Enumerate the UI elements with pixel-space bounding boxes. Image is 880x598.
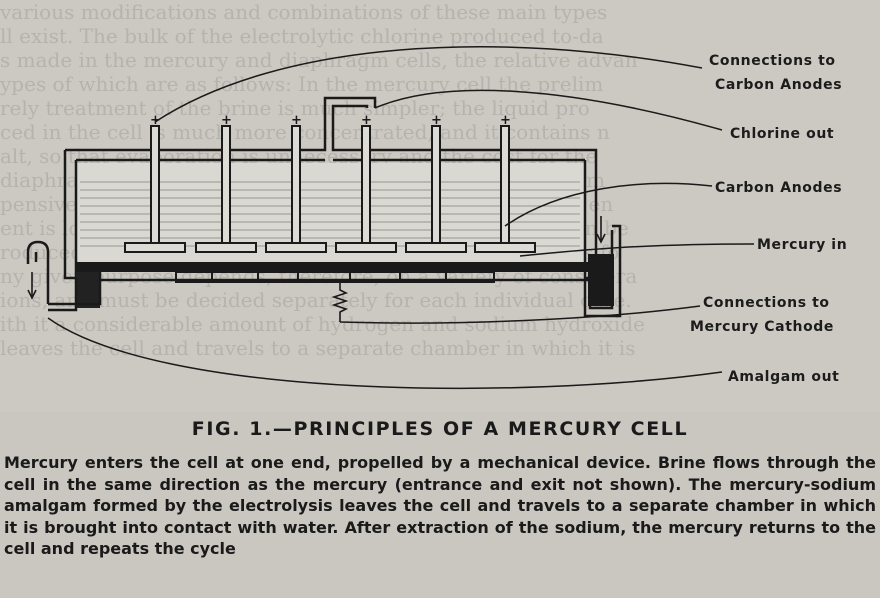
chlorine-outlet-pipe	[323, 96, 377, 126]
anode-plate	[195, 242, 257, 253]
amalgam-flow-arrow-head	[27, 289, 37, 300]
label-connections-anodes-line1: Connections to	[709, 53, 836, 69]
mercury-flow-arrow-head	[596, 233, 606, 244]
anode-plate	[124, 242, 186, 253]
leader-connections-anodes	[154, 46, 703, 123]
leader-connections-cathode	[339, 305, 701, 324]
anode-plus-sign: +	[431, 113, 442, 128]
carbon-anode: +	[474, 113, 536, 253]
leader-chlorine-out	[374, 89, 723, 131]
carbon-anode: +	[335, 113, 397, 253]
figure-title: FIG. 1.—PRINCIPLES OF A MERCURY CELL	[191, 418, 689, 440]
anode-plate	[474, 242, 536, 253]
leader-lines	[47, 46, 755, 390]
label-chlorine-out: Chlorine out	[730, 126, 834, 142]
figure-caption: Mercury enters the cell at one end, prop…	[4, 453, 876, 558]
anode-rod	[291, 125, 301, 245]
anode-plus-sign: +	[500, 113, 511, 128]
anode-rod	[500, 125, 510, 245]
leader-amalgam-out	[47, 317, 723, 390]
anode-rod	[221, 125, 231, 245]
anode-rod	[361, 125, 371, 245]
anode-plus-sign: +	[221, 113, 232, 128]
anode-plus-sign: +	[291, 113, 302, 128]
carbon-anode: +	[195, 113, 257, 253]
amalgam-sump	[76, 272, 100, 308]
leader-mercury-in	[519, 243, 755, 257]
anode-rod	[150, 125, 160, 245]
mercury-cell-diagram: + + + + + + Connections to Carbon Anodes Chlo…	[26, 46, 847, 390]
carbon-anode: +	[265, 113, 327, 253]
cathode-lead-wire	[331, 282, 349, 322]
anode-plate	[265, 242, 327, 253]
label-connections-cathode-line1: Connections to	[703, 295, 830, 311]
carbon-anodes: + + + + + +	[124, 113, 536, 253]
carbon-anode: +	[405, 113, 467, 253]
anode-plus-sign: +	[150, 113, 161, 128]
anode-plate	[335, 242, 397, 253]
cathode-connection-plate	[175, 271, 495, 283]
mercury-cathode-layer	[76, 262, 591, 272]
carbon-anode: +	[124, 113, 186, 253]
anode-rod	[431, 125, 441, 245]
anode-plus-sign: +	[361, 113, 372, 128]
label-connections-cathode-line2: Mercury Cathode	[690, 319, 834, 335]
anode-plate	[405, 242, 467, 253]
label-mercury-in: Mercury in	[757, 237, 847, 253]
label-amalgam-out: Amalgam out	[728, 369, 839, 385]
amalgam-outlet-pipe	[26, 240, 50, 304]
leader-carbon-anodes	[504, 182, 713, 227]
cell-bottom	[48, 224, 622, 318]
mercury-inlet-pool	[588, 254, 614, 306]
label-carbon-anodes: Carbon Anodes	[715, 180, 842, 196]
label-connections-anodes-line2: Carbon Anodes	[715, 77, 842, 93]
